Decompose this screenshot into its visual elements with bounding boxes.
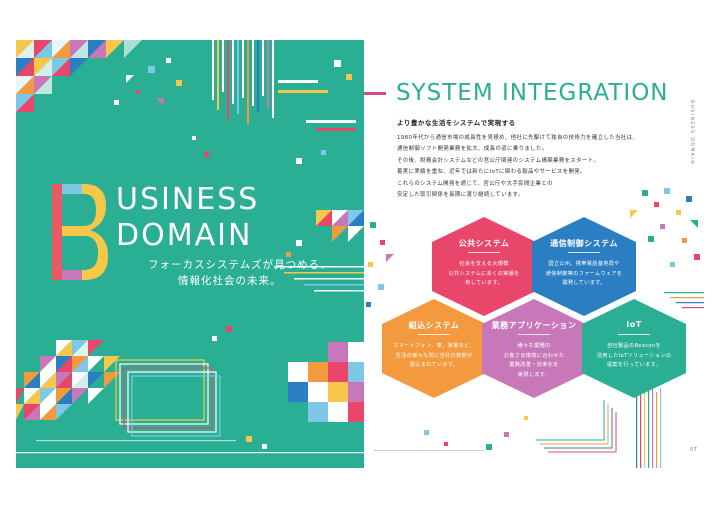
- left-page: USINESS DOMAIN B フォーカスシステムズが見つめる、 情報化社会の…: [16, 40, 364, 468]
- body-line: 着実に実績を重ね、近年では新たにIoTに関わる製品やサービスを開発。: [397, 169, 586, 176]
- hex-divider: [568, 252, 600, 253]
- side-label: BUSINESS DOMAIN: [689, 100, 694, 166]
- tagline-line2: 情報化社会の未来。: [178, 275, 282, 287]
- big-b-letter: [52, 184, 108, 280]
- hex-description: 様々な業種の お客さま環境に合わせた 業務改善・効率化を 実現します。: [490, 342, 578, 380]
- hex-description: 国立公州、携帯電話基地局や 通信制御等のファームウェアを 開発しています。: [540, 260, 628, 289]
- hex-line: 提案を行っています。: [606, 362, 662, 368]
- hex-line: 公共システムに多くの実績を: [448, 270, 520, 277]
- hex-line: 社会を支える大規模: [459, 261, 509, 267]
- hex-title: 業務アプリケーション: [491, 321, 577, 330]
- section-title: SYSTEM INTEGRATION: [396, 80, 669, 106]
- business-title: USINESS: [116, 182, 260, 217]
- hex-line: 国立公州、携帯電話基地局や: [548, 261, 620, 267]
- right-page: SYSTEM INTEGRATION より豊かな生活をシステムで実現する 198…: [364, 40, 704, 468]
- title-accent-bar: [364, 92, 386, 95]
- hex-line: 有しています。: [465, 280, 503, 286]
- hex-title: 通信制御システム: [550, 239, 618, 248]
- body-line: その後、財務会計システムなどの官公庁関連のシステム構築業務をスタート。: [397, 157, 600, 164]
- body-line: これらのシステム開発を通じて、官公庁や大手民間企業との: [397, 180, 553, 187]
- geometric-pattern-right: [366, 188, 704, 468]
- hex-iot: IoT 自社製品のBeaconを 活用したIoTソリューションの 提案を行ってい…: [578, 297, 690, 400]
- hex-title: 組込システム: [408, 321, 460, 330]
- hex-line: 業務改善・効率化を: [509, 362, 559, 368]
- hex-line: 様々な業種の: [517, 343, 551, 349]
- hex-description: スマートフォン、車、家電など、 生活の様々な所に当社の技術が 組込まれています。: [390, 342, 478, 371]
- hex-description: 自社製品のBeaconを 活用したIoTソリューションの 提案を行っています。: [590, 342, 678, 371]
- hex-divider: [618, 334, 650, 335]
- page-number: 07: [690, 447, 697, 453]
- hex-public-system: 公共システム 社会を支える大規模 公共システムに多くの実績を 有しています。: [428, 215, 540, 318]
- body-line: 1980年代から通信市場の成長性を見極め、他社に先駆けて独自の技術力を確立した当…: [397, 135, 639, 141]
- hex-divider: [418, 334, 450, 335]
- geometric-pattern-left: [16, 40, 364, 454]
- hex-line: 実現します。: [517, 371, 551, 378]
- hex-line: 開発しています。: [562, 280, 606, 286]
- hex-title: 公共システム: [458, 239, 510, 248]
- hex-line: 活用したIoTソリューションの: [596, 352, 672, 359]
- hex-communication-control: 通信制御システム 国立公州、携帯電話基地局や 通信制御等のファームウェアを 開発…: [528, 215, 640, 318]
- body-line: 安定した取引関係を長期に渡り継続しています。: [397, 192, 524, 199]
- hex-embedded-system: 組込システム スマートフォン、車、家電など、 生活の様々な所に当社の技術が 組込…: [378, 297, 490, 400]
- hex-line: 組込まれています。: [409, 362, 459, 368]
- intro-paragraph: 1980年代から通信市場の成長性を見極め、他社に先駆けて独自の技術力を確立した当…: [397, 133, 667, 201]
- hex-line: スマートフォン、車、家電など、: [393, 343, 475, 349]
- hex-line: お客さま環境に合わせた: [503, 352, 565, 359]
- hex-divider: [518, 334, 550, 335]
- section-subtitle: より豊かな生活をシステムで実現する: [397, 119, 516, 127]
- hex-business-application: 業務アプリケーション 様々な業種の お客さま環境に合わせた 業務改善・効率化を …: [478, 297, 590, 400]
- hex-description: 社会を支える大規模 公共システムに多くの実績を 有しています。: [440, 260, 528, 289]
- hex-line: 生活の様々な所に当社の技術が: [395, 352, 473, 359]
- domain-title: DOMAIN: [116, 218, 253, 253]
- tagline-line1: フォーカスシステムズが見つめる、: [148, 259, 332, 271]
- hex-line: 通信制御等のファームウェアを: [545, 270, 623, 277]
- hex-divider: [468, 252, 500, 253]
- hex-line: 自社製品のBeaconを: [607, 343, 661, 349]
- body-line: 通信制御ソフト開発業務を拡大、成長の道に乗りました。: [397, 146, 548, 153]
- hex-title: IoT: [626, 320, 642, 329]
